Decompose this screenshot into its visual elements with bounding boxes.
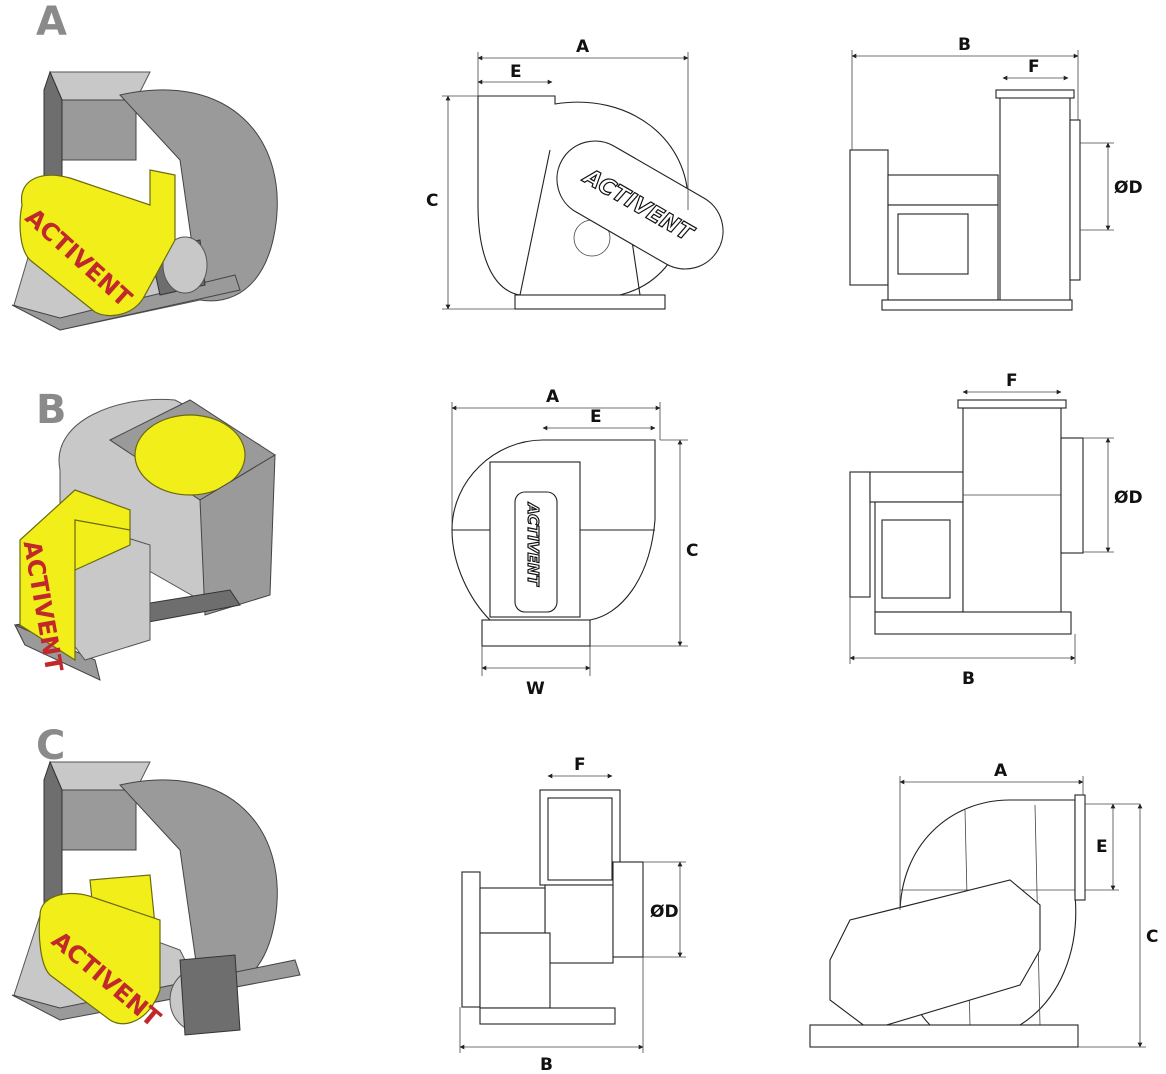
drawing-b-side: F ØD B xyxy=(849,371,1143,689)
drawing-a-side: B F ØD xyxy=(849,35,1143,311)
row-label-a: A xyxy=(36,0,67,45)
dim-c-label-a: A xyxy=(994,761,1008,781)
dim-a-label-e: E xyxy=(510,62,522,82)
dim-b-label-a: A xyxy=(546,387,560,407)
dim-c-side-label-b: B xyxy=(540,1055,553,1074)
dim-c-side-label-d: ØD xyxy=(650,902,679,922)
dim-a-label-f: F xyxy=(1028,57,1040,77)
drawing-a-front: ACTIVENT A E C xyxy=(426,37,724,310)
dim-a-label-a: A xyxy=(576,37,590,57)
drawing-c-front: A E C xyxy=(809,761,1158,1048)
dim-a-label-c: C xyxy=(426,191,438,211)
dim-b-label-w: W xyxy=(526,679,545,699)
dim-a-label-b: B xyxy=(958,35,971,55)
dim-a-label-d: ØD xyxy=(1114,178,1143,198)
dim-b-label-f: F xyxy=(1006,371,1018,391)
render-fan-a: ACTIVENT xyxy=(11,70,278,331)
brand-logo-b-front: ACTIVENT xyxy=(524,502,542,587)
dim-c-label-e: E xyxy=(1096,837,1108,857)
row-label-c: C xyxy=(36,723,66,769)
dim-c-side-label-f: F xyxy=(574,755,586,775)
drawing-c-side: F ØD B xyxy=(459,755,686,1074)
render-fan-b: ACTIVENT xyxy=(13,398,276,681)
dim-b-label-c: C xyxy=(686,541,698,561)
dim-b-label-d: ØD xyxy=(1114,488,1143,508)
dim-c-label-c: C xyxy=(1146,927,1158,947)
dim-b-label-e: E xyxy=(590,407,602,427)
drawing-b-front: ACTIVENT A E C W xyxy=(451,387,698,699)
dim-b-label-b: B xyxy=(962,669,975,689)
row-label-b: B xyxy=(36,387,67,433)
render-fan-c: ACTIVENT xyxy=(11,760,301,1036)
